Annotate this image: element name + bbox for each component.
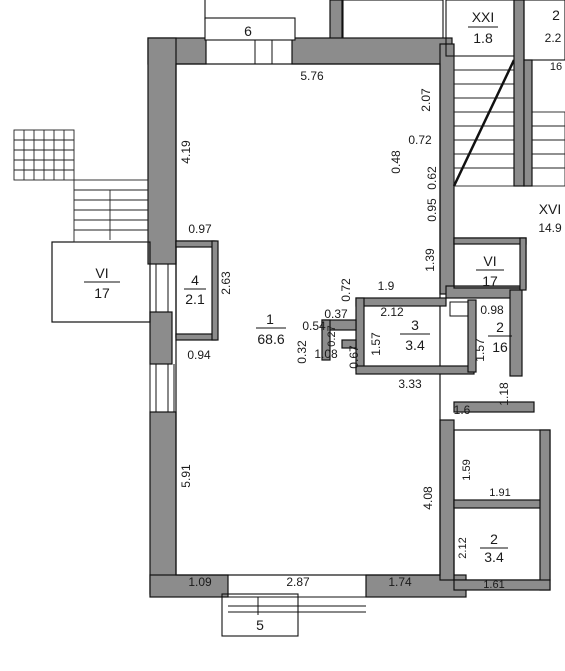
wall-segment	[149, 411, 177, 595]
room-2-area: 16	[492, 339, 508, 355]
dimension: 0.67	[347, 345, 361, 369]
wall-segment	[439, 419, 455, 581]
wall-segment	[453, 579, 551, 591]
dimension: 3.33	[398, 377, 422, 391]
dimension: 1.6	[454, 403, 471, 417]
dimension: 1.39	[423, 248, 437, 272]
partial-label: 2	[552, 7, 560, 23]
partial-label: 2.2	[545, 31, 562, 45]
room-1-area: 68.6	[257, 331, 284, 347]
room-5-label: 5	[256, 617, 264, 633]
wall-segment	[453, 237, 527, 245]
room-1-number: 1	[266, 311, 274, 327]
bottom-door	[228, 596, 366, 615]
room-3-walls	[321, 297, 477, 375]
dimension: 0.97	[188, 222, 212, 236]
wall-segment	[149, 311, 173, 365]
dimension: 0.94	[187, 348, 211, 362]
dimension: 0.72	[339, 278, 353, 302]
room-xvii-area: 17	[94, 285, 110, 301]
dimension: 0.37	[324, 307, 348, 321]
dimension: 1.74	[388, 575, 412, 589]
wall-segment	[329, 0, 343, 43]
dimension: 2.12	[380, 305, 404, 319]
room-right-area: 3.4	[484, 549, 504, 565]
wall-segment	[539, 429, 551, 591]
room-1-walls	[147, 37, 535, 598]
dimension: 4.08	[421, 486, 435, 510]
wall-segment	[175, 240, 217, 248]
wall-segment	[175, 333, 217, 341]
dimension: 1.61	[483, 579, 504, 591]
partial-label: XVI	[539, 201, 562, 217]
wall-segment	[509, 289, 523, 377]
room-xvii-number: VI	[95, 265, 108, 281]
dimension: 1.18	[497, 382, 511, 406]
wall-segment	[439, 43, 455, 295]
dimension: 1.91	[489, 487, 510, 499]
dimension: 2.12	[457, 537, 469, 558]
room-xxi-area: 1.8	[473, 30, 493, 46]
room-xxi-number: XXI	[472, 9, 495, 25]
wall-segment	[453, 499, 545, 509]
left-staircase	[13, 129, 149, 243]
partial-label: 14.9	[538, 221, 562, 235]
room-6-label: 6	[244, 23, 252, 39]
partial-label: 16	[550, 61, 562, 73]
dimension: 1.59	[461, 459, 473, 480]
wall-segment	[519, 237, 527, 291]
dimension: 0.27	[326, 325, 338, 346]
dimension: 1.08	[314, 347, 338, 361]
right-staircase	[445, 0, 565, 187]
wall-segment	[211, 240, 219, 341]
dimension: 5.91	[179, 464, 193, 488]
dimension: 0.48	[389, 150, 403, 174]
dimension: 0.95	[425, 198, 439, 222]
room-3-number: 3	[411, 317, 419, 333]
room-5-outline	[221, 593, 299, 637]
wall-segment	[453, 401, 535, 413]
dimension: 4.19	[179, 140, 193, 164]
dimension: 1.09	[188, 575, 212, 589]
room-2-number: 2	[496, 319, 504, 335]
room-6-outline	[204, 17, 296, 41]
dimension: 1.57	[369, 332, 383, 356]
wall-segment	[291, 37, 453, 65]
dimension: 0.54	[302, 319, 326, 333]
dimension: 0.72	[408, 133, 432, 147]
dimension: 2.07	[419, 88, 433, 112]
dimension: 0.32	[295, 340, 309, 364]
dimension: 1.9	[378, 279, 395, 293]
dimension: 2.63	[219, 271, 233, 295]
room-vi-area: 17	[482, 273, 498, 289]
room-vi-number: VI	[483, 253, 496, 269]
room-4-area: 2.1	[185, 291, 205, 307]
dimension: 2.87	[286, 575, 310, 589]
dimension-labels: 5.76 4.19 2.07 0.72 0.48 0.62 0.95 1.39 …	[179, 69, 511, 591]
wall-segment	[147, 37, 177, 265]
dimension: 1.57	[473, 338, 487, 362]
room-3-area: 3.4	[405, 337, 425, 353]
left-window	[149, 264, 175, 412]
dimension: 5.76	[300, 69, 324, 83]
room-labels: 6 1 68.6 4 2.1 VI 17 3 3.4 2 16 VI 17 XX…	[84, 7, 562, 633]
dimension: 0.98	[480, 303, 504, 317]
dimension: 0.62	[425, 166, 439, 190]
room-4-number: 4	[191, 272, 199, 288]
room-right-number: 2	[490, 531, 498, 547]
